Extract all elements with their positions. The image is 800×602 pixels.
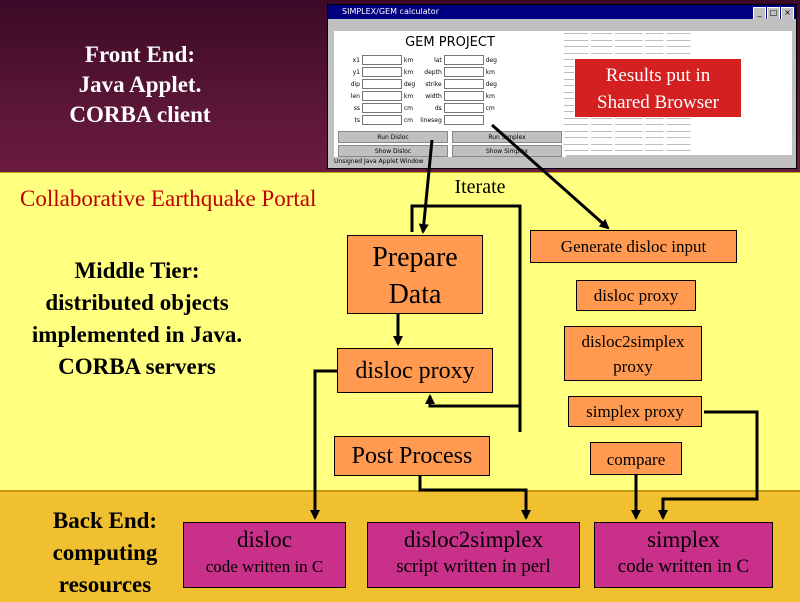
minimize-icon[interactable]: _: [753, 7, 766, 20]
form-input[interactable]: [443, 103, 484, 113]
form-field-row: x1 km lat deg: [352, 55, 497, 65]
middle-tier-line-1: Middle Tier:: [74, 258, 200, 283]
disloc2simplex-resource-subtitle: script written in perl: [396, 556, 551, 577]
middle-tier-line-3: implemented in Java.: [31, 322, 243, 347]
results-line-2: Shared Browser: [597, 92, 719, 113]
disloc-proxy-box: disloc proxy: [576, 280, 696, 311]
status-text: Unsigned Java Applet Window: [334, 158, 424, 165]
back-end-line-3: resources: [58, 572, 152, 597]
form-field-row: len km width km: [350, 91, 495, 101]
results-line-1: Results put in: [605, 65, 711, 86]
form-field-row: ts cm lineseg: [338, 115, 500, 125]
front-end-label: Front End: Java Applet. CORBA client: [40, 40, 240, 130]
disloc-resource-title: disloc: [237, 527, 292, 552]
simplex-resource-subtitle: code written in C: [617, 556, 750, 577]
front-end-line-1: Front End:: [84, 42, 196, 67]
show-simplex-button[interactable]: Show Simplex: [452, 145, 562, 157]
simplex-proxy-box: simplex proxy: [568, 396, 702, 427]
simplex-resource-box: simplex code written in C: [594, 522, 773, 588]
front-end-line-2: Java Applet.: [78, 72, 202, 97]
form-input[interactable]: [443, 67, 484, 77]
generate-disloc-input-box: Generate disloc input: [530, 230, 737, 263]
middle-tier-line-2: distributed objects: [45, 290, 229, 315]
form-input[interactable]: [361, 115, 402, 125]
disloc-resource-subtitle: code written in C: [205, 557, 324, 576]
disloc2simplex-proxy-line-2: proxy: [613, 357, 653, 376]
front-end-line-3: CORBA client: [69, 102, 211, 127]
middle-tier-line-4: CORBA servers: [58, 354, 216, 379]
back-end-label: Back End: computing resources: [30, 505, 180, 601]
form-input[interactable]: [361, 103, 402, 113]
compare-box: compare: [590, 442, 682, 475]
form-field-row: dip deg strike deg: [350, 79, 497, 89]
disloc2simplex-proxy-box: disloc2simplex proxy: [564, 326, 702, 381]
post-process-box: Post Process: [334, 436, 490, 476]
window-title-bar: SIMPLEX/GEM calculator _□×: [328, 5, 796, 20]
window-menu-bar: [328, 19, 796, 31]
portal-title: Collaborative Earthquake Portal: [20, 186, 317, 211]
results-text-line: ──────── ─────── ───────── ────── ──────…: [564, 115, 691, 122]
results-text-line: ──────── ─────── ───────── ────── ──────…: [564, 135, 691, 141]
window-title: SIMPLEX/GEM calculator: [342, 7, 439, 16]
form-input[interactable]: [443, 79, 484, 89]
results-text-line: ──────── ─────── ───────── ────── ──────…: [564, 44, 691, 50]
results-text-line: ──────── ─────── ───────── ────── ──────…: [564, 128, 691, 135]
results-text-line: ──────── ─────── ───────── ────── ──────…: [564, 141, 691, 148]
iterate-label: Iterate: [454, 176, 506, 198]
back-end-line-2: computing: [52, 540, 158, 565]
form-field-row: y1 km depth km: [352, 67, 495, 77]
results-text-line: ──────── ─────── ───────── ────── ──────…: [564, 50, 691, 57]
results-shared-browser-box: Results put in Shared Browser: [574, 58, 742, 118]
form-input[interactable]: [443, 91, 484, 101]
results-text-line: ──────── ─────── ───────── ────── ──────…: [564, 37, 691, 44]
form-input[interactable]: [361, 55, 402, 65]
disloc2simplex-proxy-line-1: disloc2simplex: [581, 332, 685, 351]
run-disloc-button[interactable]: Run Disloc: [338, 131, 448, 143]
disloc-proxy-main-box: disloc proxy: [337, 348, 493, 393]
form-input[interactable]: [361, 79, 402, 89]
form-input[interactable]: [443, 115, 484, 125]
prepare-data-line-1: Prepare: [372, 242, 458, 273]
disloc2simplex-resource-title: disloc2simplex: [403, 527, 544, 552]
simplex-resource-title: simplex: [647, 527, 720, 552]
results-text-line: ──────── ─────── ───────── ────── ──────…: [564, 148, 691, 154]
show-disloc-button[interactable]: Show Disloc: [338, 145, 448, 157]
prepare-data-box: Prepare Data: [347, 235, 483, 314]
results-text-line: ──────── ─────── ───────── ────── ──────…: [564, 31, 691, 37]
window-status-bar: Unsigned Java Applet Window: [334, 157, 786, 167]
results-text-line: ──────── ─────── ───────── ────── ──────…: [564, 122, 691, 128]
disloc-resource-box: disloc code written in C: [183, 522, 346, 588]
back-end-line-1: Back End:: [52, 508, 158, 533]
applet-form-panel: GEM PROJECT x1 km lat deg y1 km depth km…: [334, 31, 566, 161]
form-input[interactable]: [443, 55, 484, 65]
disloc2simplex-resource-box: disloc2simplex script written in perl: [367, 522, 580, 588]
form-field-row: ss cm ds cm: [353, 103, 495, 113]
form-input[interactable]: [361, 91, 402, 101]
window-controls: _□×: [752, 6, 794, 20]
middle-tier-label: Middle Tier: distributed objects impleme…: [6, 255, 268, 383]
form-input[interactable]: [361, 67, 402, 77]
prepare-data-line-2: Data: [388, 279, 442, 310]
gem-project-title: GEM PROJECT: [405, 35, 495, 50]
run-simplex-button[interactable]: Run Simplex: [452, 131, 562, 143]
